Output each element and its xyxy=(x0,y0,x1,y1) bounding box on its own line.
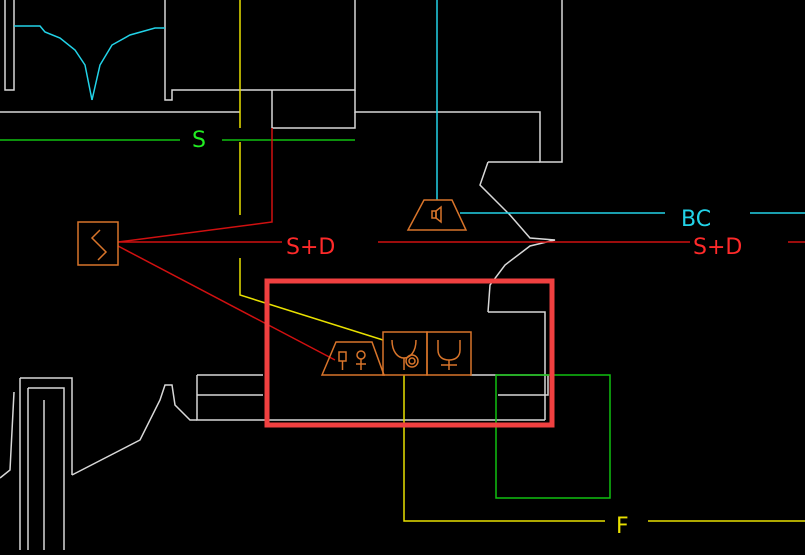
cyan-curve xyxy=(14,25,93,101)
yellow-line xyxy=(239,258,384,341)
wall-segment xyxy=(20,377,73,475)
wall-segment xyxy=(4,0,15,91)
cyan-curve xyxy=(91,27,165,101)
selection-highlight-box xyxy=(264,278,555,428)
label-sd-right: S+D xyxy=(693,235,742,260)
speaker-icon[interactable] xyxy=(406,199,468,231)
wall-segment xyxy=(164,0,245,101)
wall-segment xyxy=(71,384,197,476)
wall-segment xyxy=(354,0,563,163)
irregular-column xyxy=(479,161,556,313)
walls xyxy=(0,0,563,550)
label-sd-left: S+D xyxy=(286,235,335,260)
cyan-lines xyxy=(14,0,805,214)
wall-segment xyxy=(28,387,65,550)
keypad-device-icon[interactable] xyxy=(320,341,386,376)
sink-device-icon[interactable] xyxy=(382,331,428,376)
red-line xyxy=(117,128,273,243)
wall-segment xyxy=(272,112,356,129)
label-s: S xyxy=(192,128,206,153)
switch-icon[interactable] xyxy=(77,221,119,266)
red-line xyxy=(117,245,336,361)
wall-segment xyxy=(0,391,15,479)
red-lines xyxy=(117,128,805,361)
device-symbols xyxy=(77,199,472,376)
label-bc: BC xyxy=(681,207,711,232)
label-f: F xyxy=(616,514,629,539)
fork-device-icon[interactable] xyxy=(426,331,472,376)
